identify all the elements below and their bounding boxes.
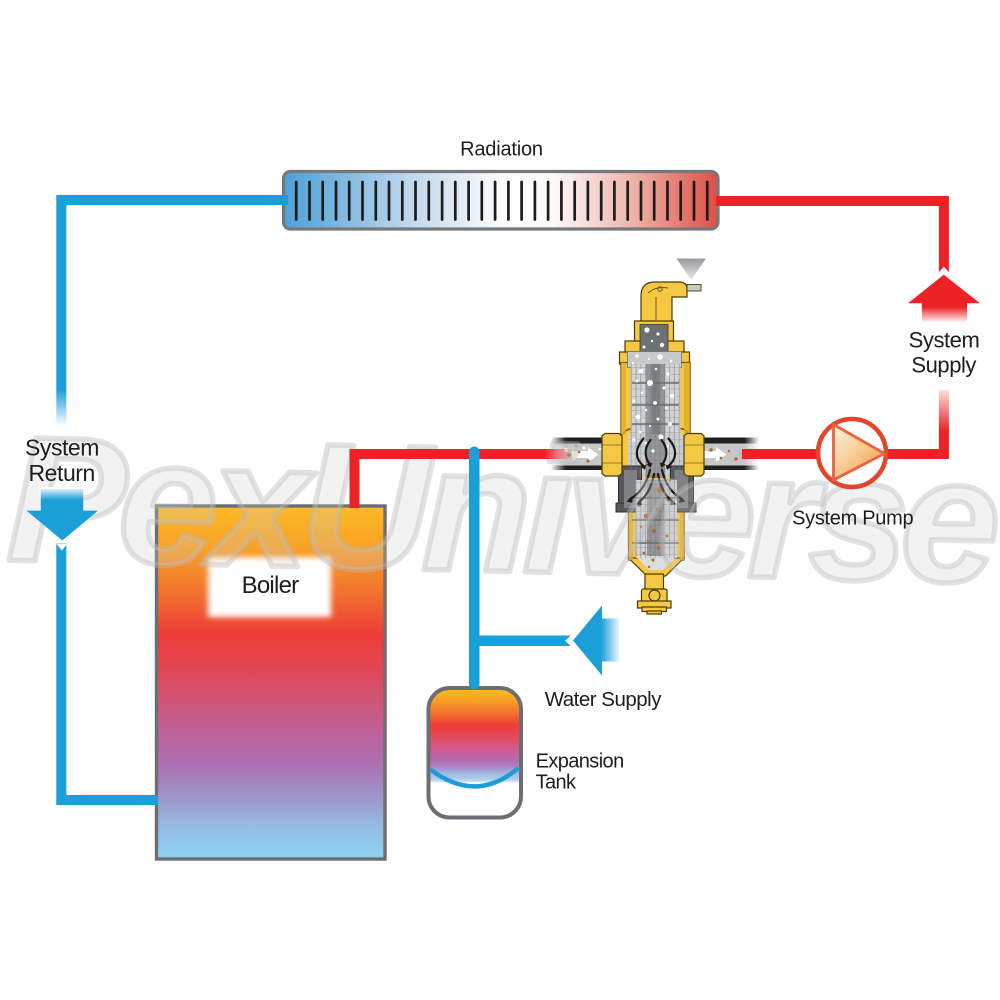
svg-text:Tank: Tank <box>536 772 577 794</box>
svg-text:Water Supply: Water Supply <box>545 688 663 711</box>
svg-text:System: System <box>25 435 99 461</box>
svg-text:Expansion: Expansion <box>536 751 624 773</box>
svg-text:Boiler: Boiler <box>242 572 300 599</box>
svg-text:System Pump: System Pump <box>792 507 913 529</box>
svg-text:Supply: Supply <box>911 353 976 378</box>
svg-text:System: System <box>909 328 980 353</box>
svg-text:Return: Return <box>29 460 95 486</box>
svg-text:Radiation: Radiation <box>460 138 543 160</box>
